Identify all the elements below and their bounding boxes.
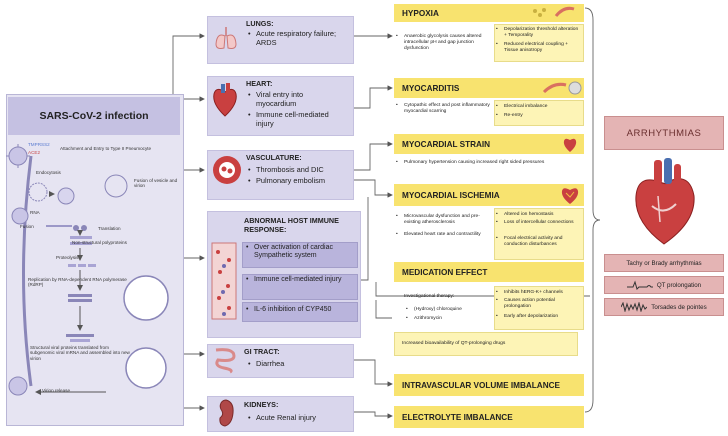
rna-label: RNA — [30, 210, 40, 215]
arrhythmia-item-tachy: Tachy or Brady arrhythmias — [604, 254, 724, 272]
kidneys-title: KIDNEYS: — [244, 400, 279, 409]
ace2-label: ACE2 — [28, 150, 41, 155]
myocarditis-right-1: Electrical imbalance — [496, 104, 547, 110]
heart-item-1: Viral entry into myocardium — [248, 90, 336, 109]
vasculature-item-2: Pulmonary embolism — [248, 176, 325, 186]
gi-tract-title: GI TRACT: — [244, 347, 280, 356]
anatomical-heart-icon — [635, 158, 695, 245]
tmprss2-label: TMPRSS2 — [28, 142, 50, 147]
kidneys-item: Acute Renal injury — [248, 413, 316, 423]
intestine-icon — [215, 348, 236, 374]
medication-left-2: Azithromycin — [406, 316, 442, 322]
myocarditis-left-1: Cytopathic effect and post inflammatory … — [396, 103, 496, 115]
medication-bottom: Increased bioavailability of QT-prolongi… — [402, 341, 506, 346]
myocardial-strain-left-1: Pulmonary hypertension causing increased… — [396, 160, 564, 166]
virus-lifecycle-illustration — [6, 144, 169, 396]
qt-wave-icon — [626, 280, 653, 290]
fusion-vesicle-label: Fusion of vesicle and virion — [134, 178, 178, 189]
medication-intro: Investigational therapy: — [404, 294, 455, 299]
lungs-item: Acute respiratory failure; ARDS — [248, 29, 350, 48]
medication-bottom-box — [394, 332, 578, 356]
qt-label: QT prolongation — [656, 281, 702, 289]
gi-tract-item: Diarrhea — [248, 359, 284, 369]
virus-panel-title: SARS-CoV-2 infection — [8, 97, 180, 135]
heart-icon — [213, 83, 237, 117]
arrhythmias-header: ARRHYTHMIAS — [604, 116, 724, 150]
nonstructural-label: Non-structural polyproteins — [72, 240, 127, 245]
arrhythmia-item-qt: QT prolongation — [604, 276, 724, 294]
immune-vessel-icon — [211, 242, 237, 320]
attachment-label: Attachment and Entry to Type II Pneumocy… — [60, 146, 152, 151]
immune-item-3: IL-6 inhibition of CYP450 — [246, 306, 354, 315]
medication-right-1: Inhibits hERG-K+ channels — [496, 290, 580, 296]
myocardial-ischemia-right-1: Altered ion hemostasis — [496, 212, 580, 218]
torsades-wave-icon — [621, 302, 648, 312]
medication-right-3: Early after depolarization — [496, 314, 580, 320]
arrhythmia-item-torsades: Torsades de pointes — [604, 298, 724, 316]
virion-release-label: Virion release — [42, 388, 71, 393]
hypoxia-right-2: Reduced electrical coupling + Tissue ani… — [496, 42, 580, 54]
hypoxia-left-1: Anaerobic glycolysis causes altered intr… — [396, 34, 490, 52]
heart-title: HEART: — [246, 79, 273, 88]
endocytosis-label: Endocytosis — [36, 170, 61, 175]
electrolyte-imbalance-header: ELECTROLYTE IMBALANCE — [394, 406, 584, 428]
immune-item-2: Immune cell-mediated injury — [246, 276, 354, 285]
myocarditis-header: MYOCARDITIS — [394, 78, 584, 98]
blood-vessel-icon — [213, 156, 241, 184]
hypoxia-header: HYPOXIA — [394, 4, 584, 22]
myocarditis-icon — [542, 81, 582, 95]
hypoxia-cell-icon — [533, 8, 546, 17]
torsades-label: Torsades de pointes — [651, 303, 707, 311]
structural-label: Structural viral proteins translated fro… — [30, 345, 130, 361]
hypoxia-right-1: Depolarization threshold alteration + Te… — [496, 27, 580, 39]
kidney-icon — [219, 399, 234, 427]
medication-right-2: Causes action potential prolongation — [496, 298, 580, 310]
proteolysis-label: Proteolysis — [56, 255, 79, 260]
lungs-icon — [215, 27, 237, 49]
medication-effect-header: MEDICATION EFFECT — [394, 262, 584, 282]
medication-left-1: (Hydroxy) chloroquine — [406, 307, 462, 313]
myocardial-ischemia-header: MYOCARDIAL ISCHEMIA — [394, 184, 584, 206]
vasculature-title: VASCULATURE: — [246, 153, 302, 162]
muscle-fiber-icon — [554, 6, 575, 17]
myocardial-strain-header: MYOCARDIAL STRAIN — [394, 134, 584, 154]
myocarditis-right-2: Re-entry — [496, 113, 523, 119]
translation-label: Translation — [98, 226, 121, 231]
lungs-title: LUNGS: — [246, 19, 274, 28]
fusion-label: Fusion — [20, 224, 34, 229]
myocardial-ischemia-right-2: Loss of intercellular connections — [496, 220, 580, 226]
immune-item-1: Over activation of cardiac Sympathetic s… — [246, 244, 354, 261]
vasculature-item-1: Thrombosis and DIC — [248, 165, 324, 175]
myocardial-ischemia-right-3: Focal electrical activity and conduction… — [496, 236, 580, 248]
immune-title: ABNORMAL HOST IMMUNE RESPONSE: — [244, 216, 339, 235]
volume-imbalance-header: INTRAVASCULAR VOLUME IMBALANCE — [394, 374, 584, 396]
ischemia-heart-icon — [561, 188, 579, 204]
myocardial-ischemia-left-1: Microvascular dysfunction and pre-existi… — [396, 214, 496, 226]
myocardial-ischemia-left-2: Elevated heart rate and contractility — [396, 232, 496, 238]
strain-heart-icon — [563, 138, 577, 152]
heart-item-2: Immune cell-mediated injury — [248, 110, 346, 129]
replication-label: Replication by RNA-dependent RNA polymer… — [28, 277, 127, 288]
